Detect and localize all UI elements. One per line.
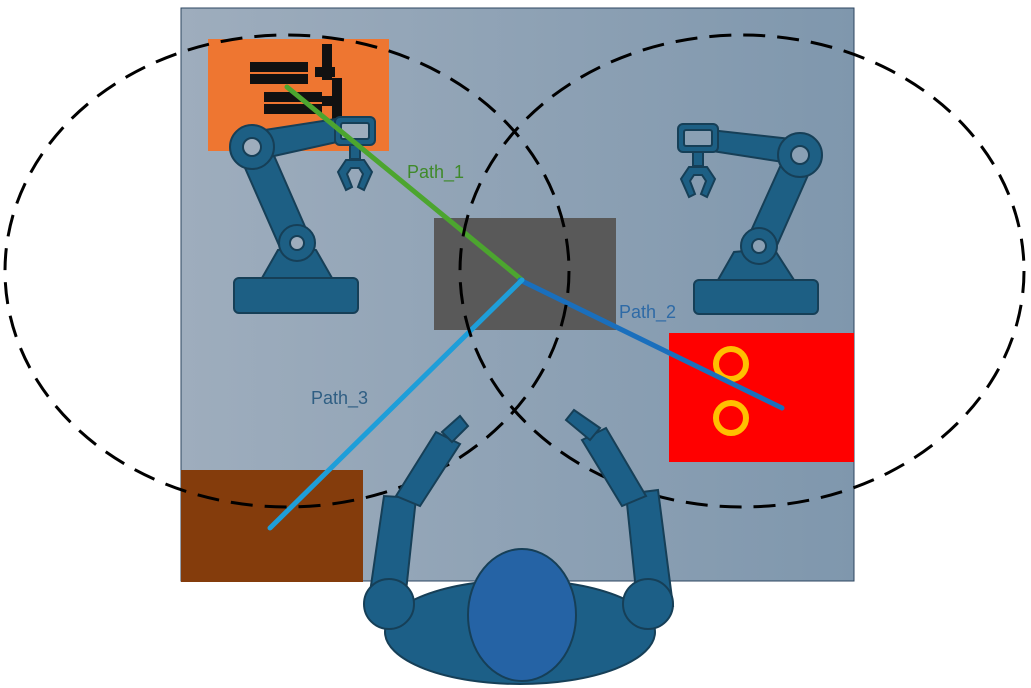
path-1-line	[284, 84, 525, 283]
left-robot-workspace	[3, 33, 571, 509]
rings-icon	[713, 346, 749, 436]
human-operator-icon	[363, 408, 675, 685]
right-robot-icon	[677, 123, 823, 315]
parts-blocks-icon	[250, 44, 342, 120]
right-robot-workspace	[458, 33, 1026, 509]
path-3-label: Path_3	[311, 388, 368, 409]
left-robot-icon	[229, 116, 376, 314]
path-2-label: Path_2	[619, 302, 676, 323]
path-2-line	[517, 277, 785, 411]
path-1-label: Path_1	[407, 162, 464, 183]
path-3-line	[267, 277, 525, 531]
